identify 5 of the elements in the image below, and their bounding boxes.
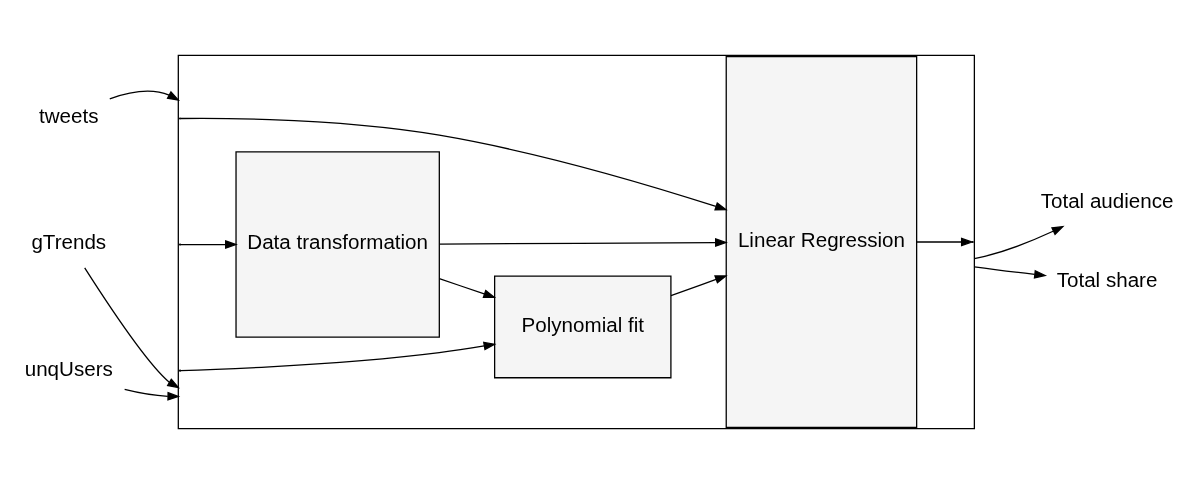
node-text: tweets xyxy=(39,104,99,128)
node-text: unqUsers xyxy=(24,356,113,380)
node-text: gTrends xyxy=(31,230,107,254)
node-text: Total audience xyxy=(1040,189,1174,213)
node-text: Total share xyxy=(1056,267,1158,291)
